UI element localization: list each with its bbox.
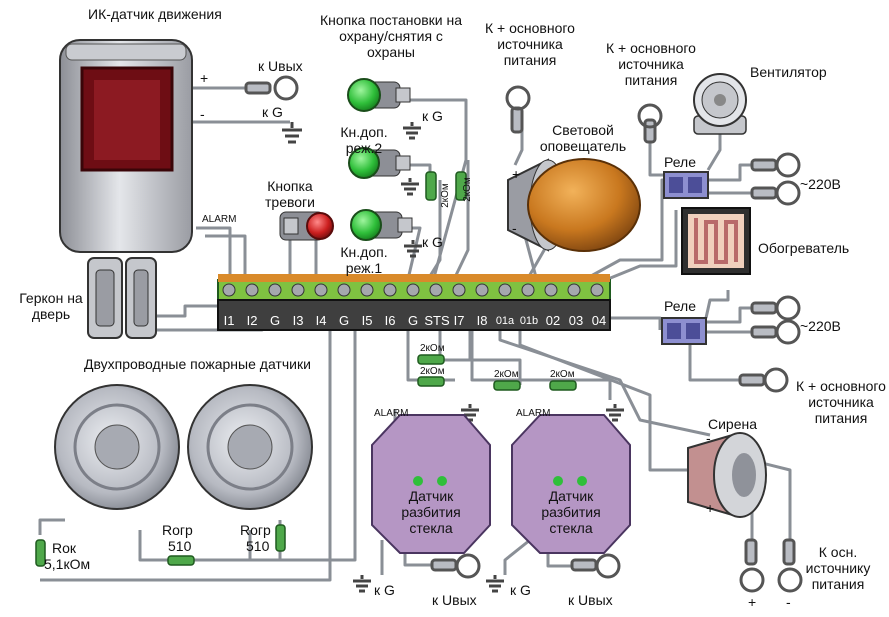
siren [687,432,767,518]
glass-sensor-2 [511,414,631,554]
g-arm-label: к G [422,108,443,124]
panic-button-label: Кнопка тревоги [265,178,315,210]
fire-sensors-label: Двухпроводные пожарные датчики [84,356,311,372]
main-supply-2-label: К + основного источника питания [606,40,696,88]
glass-sensor-1-label: Датчик разбития стекла [401,488,461,536]
terminal-label: 01b [519,315,539,327]
fan [693,73,747,135]
aux-plus-label: + [748,594,757,610]
ir-plus-label: + [200,70,209,86]
ac220-fan-label: ~220В [800,176,841,192]
strobe-minus-label: - [512,220,517,236]
ir-sensor-label: ИК-датчик движения [88,6,222,22]
siren-label: Сирена [708,416,758,432]
main-supply-3-label: К + основного источника питания [796,378,886,426]
terminal-label: I4 [315,313,327,328]
rogr-2-value-label: 510 [246,538,270,554]
terminal-label: I3 [292,313,304,328]
strobe-plus-label: + [512,166,521,182]
ac220-heater-label: ~220В [800,318,841,334]
strobe-label: Световой оповещатель [539,122,627,154]
glass-sensor-1 [371,414,491,554]
res-2k-label-4: 2кОм [420,366,445,377]
uout-bottom-2-label: к Uвых [568,592,613,608]
siren-plus-label: + [706,500,715,516]
terminal-label: I7 [453,313,465,328]
terminal-block [217,274,611,331]
heater-label: Обогреватель [758,240,850,256]
mode1-button [350,209,413,241]
terminal-label: STS [424,313,450,328]
aux-minus-label: - [786,594,791,610]
fan-label: Вентилятор [750,64,827,80]
glass-sensor-2-label: Датчик разбития стекла [541,488,601,536]
mode2-button [348,147,411,179]
terminal-label: G [269,313,281,328]
res-2k-label-3: 2кОм [420,343,445,354]
terminal-label: I1 [223,313,235,328]
rogr-2-label: Rогр [240,522,271,538]
g-top-label: к G [262,104,283,120]
rogr-1-label: Rогр [162,522,193,538]
ground-symbols [282,122,624,593]
glass-2-alarm-label: ALARM [516,408,551,419]
terminal-label: I2 [246,313,258,328]
uout-bottom-1-label: к Uвых [432,592,477,608]
terminal-screws [222,283,604,297]
main-supply-1-label: К + основного источника питания [485,20,575,68]
ir-minus-label: - [200,106,205,122]
rok-label: Rок [52,540,77,556]
ir-alarm-label: ALARM [202,214,237,225]
terminal-label: 01a [495,315,515,327]
resistors [35,171,577,567]
ir-sensor [59,39,193,253]
terminal-label: I5 [361,313,373,328]
fire-sensor-2 [187,384,313,510]
aux-supply-label: К осн. источнику питания [805,544,871,592]
res-2k-label-5: 2кОм [494,369,519,380]
g-bottom-1-label: к G [374,582,395,598]
reed-switch [87,257,157,339]
relay-heater-label: Реле [664,298,696,314]
terminal-label: G [338,313,350,328]
terminal-label: 03 [568,313,584,328]
terminal-label: 02 [545,313,561,328]
relay-fan-label: Реле [664,154,696,170]
arm-button-label: Кнопка постановки на охрану/снятия с охр… [319,12,463,60]
relay-fan [663,171,709,199]
rogr-1-value-label: 510 [168,538,192,554]
relay-heater [661,317,707,345]
panic-button [279,211,334,241]
rok-value-label: 5,1кОм [44,556,91,572]
res-2k-label-6: 2кОм [550,369,575,380]
arm-button [347,78,411,112]
reed-label: Геркон на дверь [19,290,83,322]
g-mode1-label: к G [422,234,443,250]
glass-1-alarm-label: ALARM [374,408,409,419]
fire-sensor-1 [54,384,180,510]
strobe-light [507,158,641,252]
terminal-label: I8 [476,313,488,328]
terminal-label: I6 [384,313,396,328]
ring-terminals [244,75,803,593]
heater [681,207,751,275]
terminal-label: G [407,313,419,328]
siren-minus-label: - [706,430,711,446]
res-2k-label-2: 2кОм [461,177,473,202]
mode1-label: Кн.доп. реж.1 [340,244,388,276]
uout-top-label: к Uвых [258,58,303,74]
terminal-label: 04 [591,313,607,328]
res-2k-label-1: 2кОм [439,183,451,208]
g-bottom-2-label: к G [510,582,531,598]
mode2-label: Кн.доп. реж.2 [340,124,388,156]
